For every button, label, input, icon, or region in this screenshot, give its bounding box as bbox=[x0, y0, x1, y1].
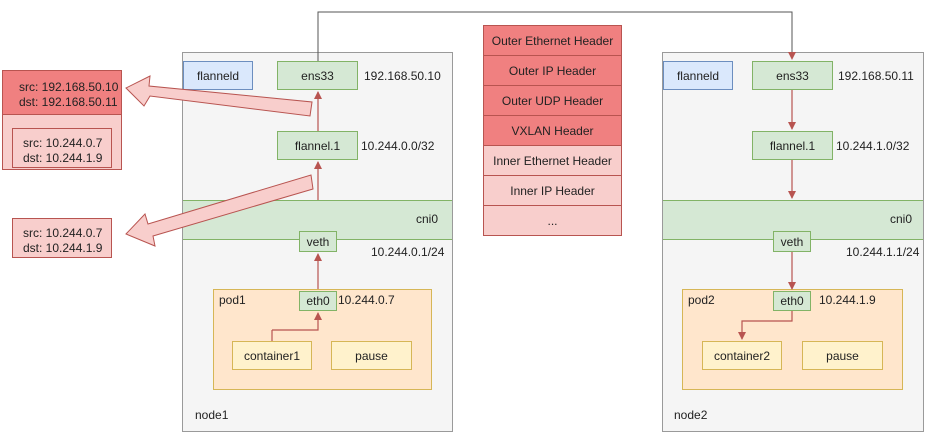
node1-ens33-ip: 192.168.50.10 bbox=[364, 69, 441, 83]
node2-arrow-eth0-to-container bbox=[738, 311, 793, 340]
pod2-pause: pause bbox=[802, 341, 883, 370]
node2-cni0-ip: 10.244.1.1/24 bbox=[846, 245, 920, 259]
node1-flannel-ip: 10.244.0.0/32 bbox=[361, 139, 435, 153]
packet-outer-addresses: src: 192.168.50.10 dst: 192.168.50.11 bbox=[2, 70, 122, 115]
node2-cni0-label: cni0 bbox=[890, 212, 913, 226]
node1-label: node1 bbox=[195, 408, 229, 422]
packet-pod-dst: dst: 10.244.1.9 bbox=[23, 241, 103, 255]
node2-ens33-ip: 192.168.50.11 bbox=[838, 69, 914, 83]
node2-flannel-ip: 10.244.1.0/32 bbox=[836, 139, 910, 153]
node2-ens33: ens33 bbox=[752, 61, 833, 90]
node2-flanneld: flanneld bbox=[663, 61, 733, 90]
packet-pod-addresses: src: 10.244.0.7 dst: 10.244.1.9 bbox=[12, 218, 112, 258]
header-outer-ethernet: Outer Ethernet Header bbox=[483, 25, 622, 56]
pod1-container1: container1 bbox=[232, 341, 312, 370]
node2-flannel: flannel.1 bbox=[752, 131, 833, 160]
pod2-eth0-ip: 10.244.1.9 bbox=[819, 293, 876, 307]
header-inner-ip: Inner IP Header bbox=[483, 175, 622, 206]
callout-arrow-outer bbox=[125, 75, 313, 117]
header-outer-ip: Outer IP Header bbox=[483, 55, 622, 86]
pod2-container2: container2 bbox=[702, 341, 782, 370]
pod1-eth0-ip: 10.244.0.7 bbox=[338, 293, 395, 307]
pod1-pause: pause bbox=[331, 341, 412, 370]
node2-veth: veth bbox=[773, 231, 811, 252]
packet-pod-src: src: 10.244.0.7 bbox=[23, 226, 103, 240]
pod2-eth0: eth0 bbox=[773, 291, 811, 311]
packet-inner-src: src: 10.244.0.7 bbox=[23, 136, 103, 150]
callout-arrow-inner bbox=[125, 174, 314, 247]
node1-arrow-container-to-eth0-path bbox=[272, 312, 322, 331]
pod2-label: pod2 bbox=[688, 293, 715, 307]
pod1-label: pod1 bbox=[219, 293, 246, 307]
node1-cni0-ip: 10.244.0.1/24 bbox=[371, 245, 445, 259]
node1-flannel: flannel.1 bbox=[277, 131, 358, 160]
packet-inner-addresses: src: 10.244.0.7 dst: 10.244.1.9 bbox=[12, 128, 112, 168]
packet-inner-dst: dst: 10.244.1.9 bbox=[23, 151, 103, 165]
node1-veth: veth bbox=[299, 231, 337, 252]
packet-outer-src: src: 192.168.50.10 bbox=[19, 80, 119, 94]
node2-label: node2 bbox=[674, 408, 708, 422]
pod1-eth0: eth0 bbox=[299, 291, 337, 311]
cross-node-link bbox=[317, 11, 796, 61]
node1-flanneld: flanneld bbox=[183, 61, 253, 90]
node1-cni0-label: cni0 bbox=[416, 212, 439, 226]
node1-ens33: ens33 bbox=[277, 61, 358, 90]
header-ellipsis: ... bbox=[483, 205, 622, 236]
packet-outer-dst: dst: 192.168.50.11 bbox=[19, 95, 118, 109]
